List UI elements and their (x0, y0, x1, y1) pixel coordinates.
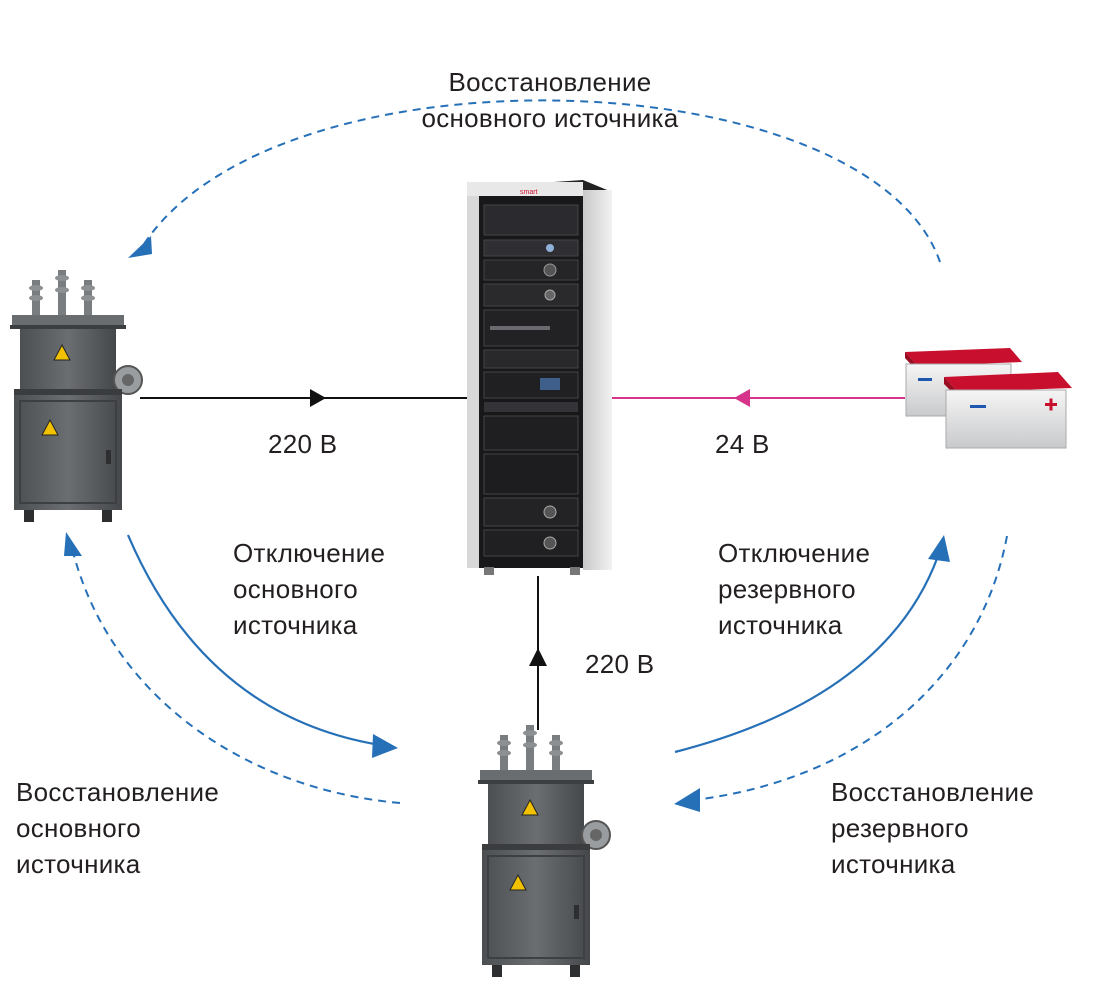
restore-reserve-bottom-label: Восстановление резервного источника (831, 777, 1035, 879)
arrowhead-icon (529, 648, 547, 666)
disconnect-main-arc (126, 534, 381, 747)
voltage-main-label: 220 В (268, 429, 338, 459)
arrowhead-icon (64, 532, 82, 556)
restore-main-bottom-arc (71, 547, 401, 804)
arrowhead-icon (372, 734, 398, 758)
arrowhead-icon (128, 236, 152, 258)
server-rack-icon: smart (467, 180, 612, 575)
arrowhead-icon (928, 535, 950, 562)
arrowhead-icon (734, 389, 750, 407)
restore-reserve-bottom-arc (693, 535, 1008, 801)
restore-main-top-label: Восстановление основного источника (421, 67, 679, 133)
voltage-reserve-label: 220 В (585, 649, 655, 679)
main-transformer-icon (9, 269, 143, 523)
disconnect-reserve-label: Отключение резервного источника (718, 538, 871, 640)
restore-main-bottom-label: Восстановление основного источника (16, 777, 220, 879)
arrowhead-icon (310, 389, 326, 407)
disconnect-main-label: Отключение основного источника (233, 538, 386, 640)
restore-main-top-arc (143, 99, 941, 263)
rack-brand-logo: smart (520, 189, 538, 196)
battery-icon (944, 372, 1072, 449)
arrowhead-icon (674, 788, 700, 812)
voltage-battery-label: 24 В (715, 429, 770, 459)
reserve-transformer-icon (477, 724, 611, 978)
disconnect-reserve-arc (674, 555, 940, 754)
